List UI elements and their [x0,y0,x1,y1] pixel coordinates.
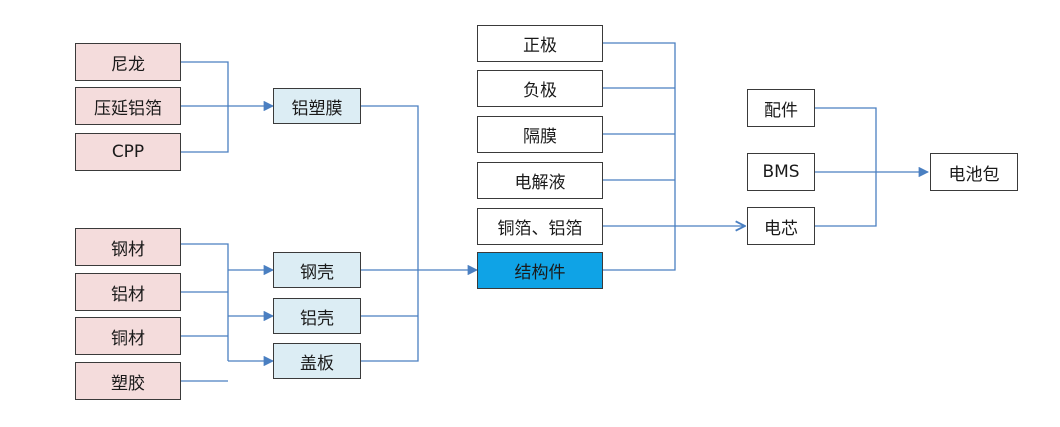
node-separator: 隔膜 [477,116,603,153]
connector-cpp [181,106,229,153]
node-steel-shell: 钢壳 [273,252,361,288]
node-accessories: 配件 [747,89,815,127]
connector-cover-plate [361,270,419,362]
node-cpp: CPP [75,133,181,171]
connector-film [361,105,419,270]
node-cell: 电芯 [747,207,815,245]
node-aluminum-plastic-film: 铝塑膜 [273,88,361,124]
node-electrolyte: 电解液 [477,162,603,199]
connector-structural [603,226,676,271]
node-steel: 钢材 [75,228,181,266]
connector-cathode [603,42,676,226]
node-aluminum: 铝材 [75,273,181,311]
node-aluminum-shell: 铝壳 [273,298,361,334]
node-structural-parts: 结构件 [477,252,603,289]
node-bms: BMS [747,153,815,191]
node-plastic: 塑胶 [75,362,181,400]
connector-accessories [815,107,877,227]
node-rolled-aluminum-foil: 压延铝箔 [75,87,181,125]
connector-nylon [181,61,229,106]
connector-steel [181,243,229,361]
node-cathode: 正极 [477,25,603,62]
node-copper: 铜材 [75,317,181,355]
node-nylon: 尼龙 [75,43,181,81]
node-cover-plate: 盖板 [273,343,361,379]
node-copper-aluminum-foil: 铜箔、铝箔 [477,208,603,245]
node-anode: 负极 [477,70,603,107]
node-battery-pack: 电池包 [930,153,1018,191]
